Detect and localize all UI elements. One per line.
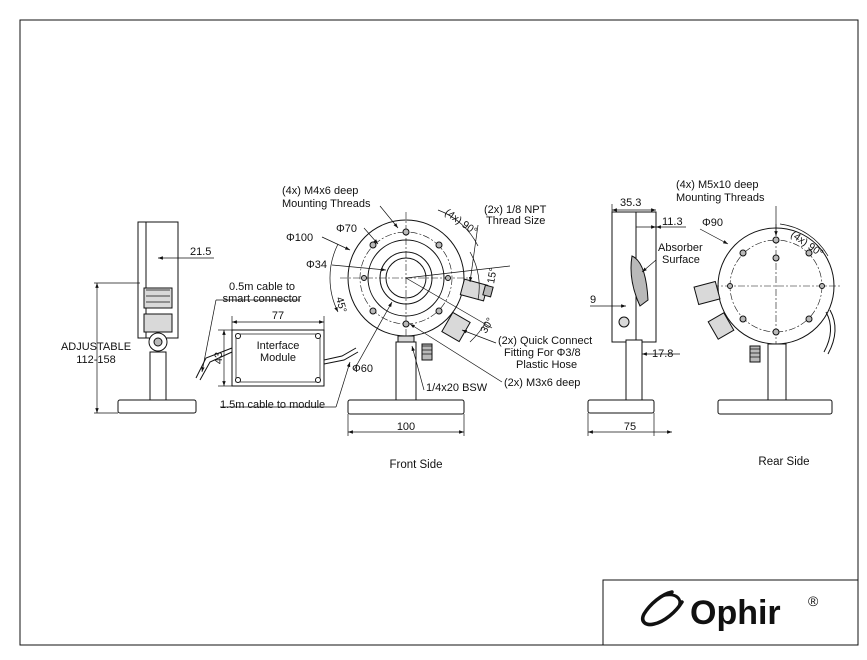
qc-label-line2: Fitting For Φ3/8	[504, 347, 581, 359]
dim-21-5-label: 21.5	[190, 246, 211, 258]
interface-label-line1: Interface	[257, 340, 300, 352]
m4-label-line1: (4x) M4x6 deep	[282, 185, 358, 197]
dim-77-label: 77	[272, 310, 284, 322]
dim-17-8-label: 17.8	[652, 348, 673, 360]
phi34-label: Φ34	[306, 259, 327, 271]
dim-100-label: 100	[397, 421, 415, 433]
logo-registered-mark: ®	[808, 593, 819, 609]
m5-label-line1: (4x) M5x10 deep	[676, 179, 759, 191]
side-view-left	[94, 221, 214, 414]
logo-text: Ophir	[690, 594, 781, 632]
interface-module	[195, 299, 359, 408]
front-view	[321, 205, 511, 436]
dim-43-label: 43	[213, 352, 225, 364]
angle-45-label: 45°	[333, 296, 349, 314]
cable-15-label: 1.5m cable to module	[220, 399, 325, 411]
angle-15-label: 15°	[485, 267, 500, 285]
m3-label: (2x) M3x6 deep	[504, 377, 580, 389]
interface-label-line2: Module	[260, 352, 296, 364]
phi60-label: Φ60	[352, 363, 373, 375]
qc-label-line1: (2x) Quick Connect	[498, 335, 592, 347]
dim-11-3-label: 11.3	[662, 216, 683, 228]
side-view-right	[587, 204, 686, 436]
drawing-frame	[19, 19, 859, 646]
angle-30-label: 30°	[478, 316, 496, 336]
cable-05-label-line1: 0.5m cable to	[229, 281, 295, 293]
m4-label-line2: Mounting Threads	[282, 198, 371, 210]
npt-label-line1: (2x) 1/8 NPT	[484, 204, 547, 216]
logo-box	[602, 579, 859, 646]
adjustable-label: ADJUSTABLE	[61, 341, 131, 353]
cable-05-label-line2: smart connector	[223, 293, 302, 305]
phi100-label: Φ100	[286, 232, 313, 244]
ophir-logo-icon	[641, 590, 684, 627]
dim-75-label: 75	[624, 421, 636, 433]
phi70-label: Φ70	[336, 223, 357, 235]
absorber-label-line1: Absorber	[658, 242, 703, 254]
dim-35-3-label: 35.3	[620, 197, 641, 209]
dim-9-label: 9	[590, 294, 596, 306]
qc-label-line3: Plastic Hose	[516, 359, 577, 371]
phi90-label: Φ90	[702, 217, 723, 229]
absorber-label-line2: Surface	[662, 254, 700, 266]
rear-side-caption: Rear Side	[758, 456, 809, 468]
npt-label-line2: Thread Size	[486, 215, 545, 227]
adjustable-range-label: 112-158	[76, 354, 116, 366]
bsw-label: 1/4x20 BSW	[426, 382, 488, 394]
rear-view	[693, 206, 840, 415]
m5-label-line2: Mounting Threads	[676, 192, 765, 204]
angle-4x90-label: (4x) 90°	[442, 207, 479, 238]
front-side-caption: Front Side	[389, 459, 442, 471]
